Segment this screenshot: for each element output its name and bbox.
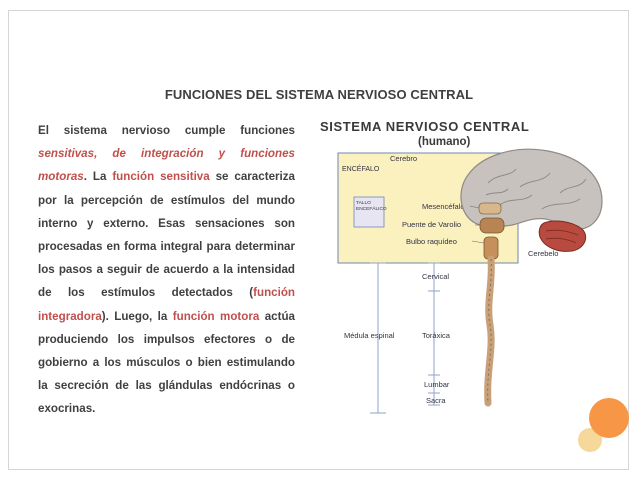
sacra-label: Sacra (426, 396, 446, 405)
mesencefalo-shape (478, 202, 502, 215)
text-run: se caracteriza por la percepción de estí… (38, 170, 295, 300)
cerebro-label: Cerebro (390, 154, 417, 163)
tallo-label-2: ENCEFÁLICO (356, 205, 387, 212)
highlight-sensitivas: sensitivas, de integración y funciones m… (38, 147, 295, 184)
tallo-label-1: TALLO (356, 200, 371, 206)
cerebellum-shape (538, 220, 587, 252)
mesencefalo-label: Mesencéfalo (422, 202, 465, 211)
brain-folds (485, 168, 587, 210)
brain-shape (460, 148, 603, 230)
decor-circle-orange (589, 398, 629, 438)
slide-frame (8, 10, 629, 470)
text-run: actúa produciendo los impulsos efectores… (38, 309, 296, 416)
slide-title: FUNCIONES DEL SISTEMA NERVIOSO CENTRAL (164, 87, 474, 102)
diagram-heading: SISTEMA NERVIOSO CENTRAL (320, 119, 529, 134)
highlight-funcion-integradora: función integradora (38, 286, 295, 323)
text-run: . La (83, 170, 113, 184)
highlight-funcion-motora: función motora (172, 309, 260, 323)
puente-shape (479, 217, 505, 234)
cerebellum-lines (545, 229, 579, 244)
cervical-label: Cervical (422, 272, 449, 281)
body-paragraph: El sistema nervioso cumple funciones sen… (38, 119, 295, 421)
cerebelo-label: Cerebelo (528, 249, 558, 258)
tallo-box (353, 196, 385, 228)
nervous-system-diagram: SISTEMA NERVIOSO CENTRAL (humano) ENCÉFA… (320, 119, 603, 414)
bulbo-label: Bulbo raquídeo (406, 237, 457, 246)
encefalo-label: ENCÉFALO (342, 164, 380, 173)
text-run: ). Luego, la (101, 309, 173, 323)
puente-label: Puente de Varolio (402, 220, 461, 229)
highlight-funcion-sensitiva: función sensitiva (112, 170, 210, 184)
diagram-subheading: (humano) (418, 136, 471, 148)
text-run: El sistema nervioso cumple funciones (38, 124, 295, 137)
toraxica-label: Toráxica (422, 331, 451, 340)
lumbar-label: Lumbar (424, 380, 450, 389)
medula-label: Médula espinal (344, 331, 395, 340)
